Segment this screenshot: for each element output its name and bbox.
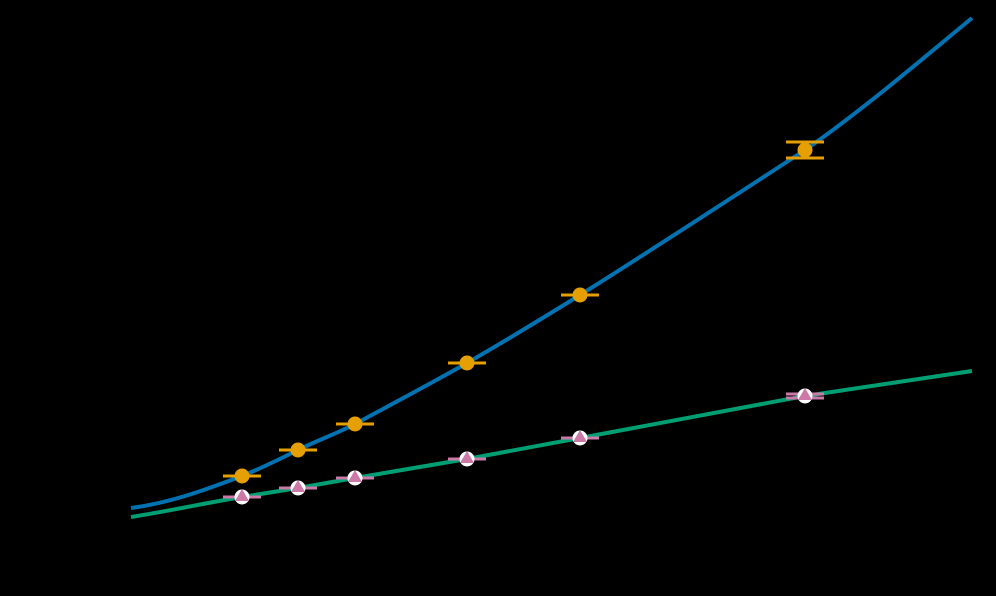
triangle-marker xyxy=(460,451,474,463)
series-2-point xyxy=(786,388,824,404)
series-2-fit-line xyxy=(130,369,973,519)
circle-marker xyxy=(572,287,588,303)
data-points xyxy=(223,140,824,505)
series-2-point xyxy=(448,451,486,467)
circle-marker xyxy=(290,442,306,458)
circle-marker xyxy=(797,142,813,158)
series-1-point xyxy=(336,416,374,432)
triangle-marker xyxy=(798,388,812,400)
circle-marker xyxy=(459,355,475,371)
series-2-point xyxy=(336,470,374,486)
series-2-point xyxy=(561,430,599,446)
series-1-point xyxy=(279,442,317,458)
series-1-point xyxy=(786,140,824,160)
triangle-marker xyxy=(235,489,249,501)
series-2-point xyxy=(279,480,317,496)
circle-marker xyxy=(234,468,250,484)
series-1-point xyxy=(223,468,261,484)
series-1-point xyxy=(448,355,486,371)
circle-marker xyxy=(347,416,363,432)
triangle-marker xyxy=(573,430,587,442)
series-1-point xyxy=(561,287,599,303)
series-2-point xyxy=(223,489,261,505)
triangle-marker xyxy=(291,480,305,492)
triangle-marker xyxy=(348,470,362,482)
